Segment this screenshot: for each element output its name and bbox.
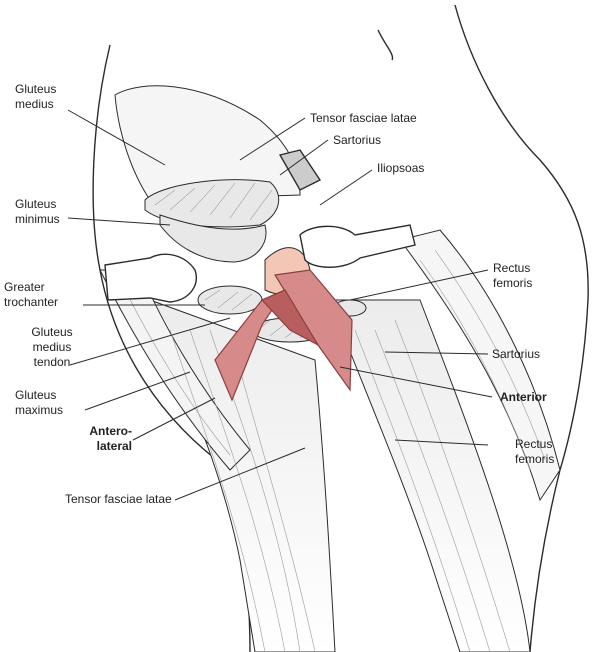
label-iliopsoas: Iliopsoas xyxy=(377,161,425,175)
thigh-muscles xyxy=(99,229,561,652)
label-tensor-fasciae-latae-top: Tensor fasciae latae xyxy=(310,111,417,125)
cut-gluteus-minimus xyxy=(159,214,267,263)
label-sartorius-top: Sartorius xyxy=(333,133,382,147)
label-anterolateral: Antero-lateral xyxy=(89,424,132,453)
label-sartorius-right: Sartorius xyxy=(492,347,541,361)
abdomen-contour xyxy=(454,4,589,652)
retractors xyxy=(104,149,416,303)
gluteus-maximus-shape xyxy=(99,269,251,471)
center-blade xyxy=(260,289,320,347)
cut-tendon xyxy=(197,285,263,315)
label-anterior: Anterior xyxy=(500,390,547,404)
retractor-blades xyxy=(214,269,353,402)
sartorius-shape xyxy=(399,229,561,502)
cut-hatching xyxy=(154,182,319,339)
label-tensor-fasciae-latae-bottom: Tensor fasciae latae xyxy=(65,492,172,506)
iliopsoas-retractor-tip xyxy=(278,149,322,191)
medial-retractor xyxy=(299,224,416,268)
lateral-retractor xyxy=(104,253,197,303)
leader-lines xyxy=(67,109,493,501)
navel-mark xyxy=(377,29,394,61)
